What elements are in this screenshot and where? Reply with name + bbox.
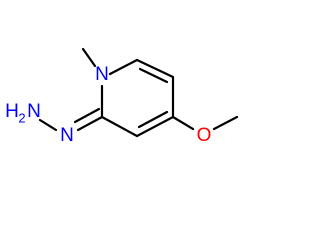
atom-o-methoxy-label: O xyxy=(197,125,212,146)
atom-nh2-label: H 2 N xyxy=(5,101,41,125)
bond-c2-n-hydrazone xyxy=(76,115,104,132)
molecule-structure: N N H 2 N O xyxy=(5,47,239,146)
atom-nh2-subscript: 2 xyxy=(18,110,25,125)
atom-nh2-h: H xyxy=(5,101,19,122)
bond-c2-n-hydrazone-inner xyxy=(73,107,101,124)
bond-c6-c5-inner xyxy=(138,67,169,84)
atom-n-hydrazone-label: N xyxy=(60,125,74,146)
bond-n-nh2 xyxy=(38,118,58,132)
bond-n1-methyl xyxy=(81,47,97,68)
bond-c4-c3 xyxy=(135,115,175,138)
bond-n1-c6 xyxy=(108,58,139,76)
bond-layer xyxy=(38,47,239,138)
bond-o-methyl xyxy=(212,115,239,131)
atom-nh2-n: N xyxy=(27,101,41,122)
bond-c6-c5 xyxy=(135,58,175,79)
bond-c4-c3-inner xyxy=(137,110,169,129)
atom-n1-label: N xyxy=(95,64,109,85)
bond-c3-c2 xyxy=(100,115,139,138)
bond-c4-o xyxy=(171,115,195,131)
